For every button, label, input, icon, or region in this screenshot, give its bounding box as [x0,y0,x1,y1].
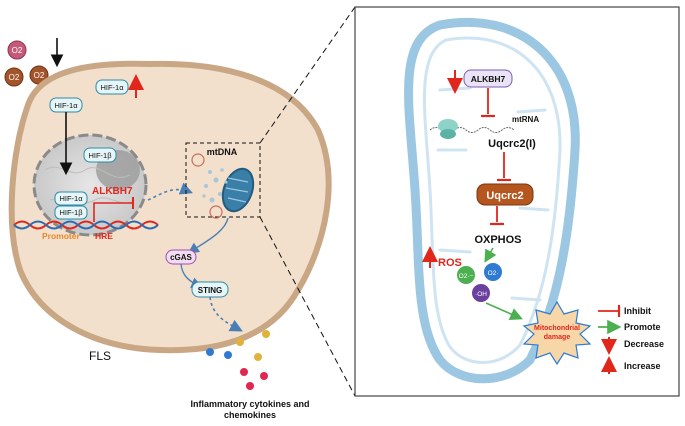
vesicle-icon [209,205,223,219]
alkbh7-inhibit-line [93,202,132,222]
zoom-line-bottom [259,216,356,397]
hre-label: HRE [95,231,113,241]
mitochondrion-small [221,167,255,213]
mtdna-to-cgas-arrow [187,217,229,254]
ros-species: O2·− O2· ·OH [457,263,502,302]
uqcrc2-box [476,183,534,206]
mtdna-zoom-box [185,142,261,218]
hif1a-cytoplasm-label: HIF-1α [100,83,124,92]
ros-to-damage-arrow [485,302,523,320]
oxygen-group: O2 O2 O2 [4,38,64,87]
mtrna-label: mtRNA [512,115,539,124]
mtdna-label: mtDNA [207,147,238,157]
vesicle-icon [191,153,205,167]
svg-text:·OH: ·OH [475,291,487,298]
svg-text:O2·−: O2·− [459,273,474,280]
alkbh7-mito-box [463,69,513,88]
legend-promote-label: Promote [624,322,661,332]
alkbh7-gene-label: ALKBH7 [92,186,133,197]
svg-text:O2: O2 [34,71,45,80]
hif1b-dna-box [54,205,88,220]
mtrna-strand [429,127,515,133]
cytokines-caption-line2: chemokines [224,410,276,420]
mtdna-release-arrow [147,182,193,201]
legend-increase-label: Increase [624,361,661,371]
damage-label-line1: Mitochondrial [534,325,580,332]
legend-inhibit-label: Inhibit [624,306,651,316]
sting-to-cytokines-arrow [209,296,243,332]
dna-helix [13,220,159,230]
mtdna-fragments [202,168,228,203]
sting-label: STING [198,286,222,295]
legend: Inhibit Promote Decrease Increase [598,305,664,374]
hif1a-dna-label: HIF-1α [59,194,83,203]
cytokines-caption-line1: Inflammatory cytokines and [190,399,309,409]
uqcrc2-label: Uqcrc2 [486,190,523,202]
legend-decrease-label: Decrease [624,339,664,349]
fls-cell-label: FLS [89,349,111,363]
oxygen-molecule: O2 [4,67,24,87]
hif1a-dna-box [54,191,88,206]
svg-text:O2: O2 [12,46,23,55]
oxygen-molecule: O2 [29,65,49,85]
damage-label-line2: damage [544,334,571,341]
cgas-label: cGAS [170,253,192,262]
svg-text:O2·: O2· [488,270,499,277]
cytokine-dots [206,330,270,390]
ribosome-icon [438,119,458,139]
hif1a-entering-label: HIF-1α [54,101,78,110]
alkbh7-mito-label: ALKBH7 [471,74,506,84]
hif1b-dna-label: HIF-1β [59,208,83,217]
damage-starburst [522,300,592,366]
promoter-label: Promoter [42,231,80,241]
uqcrc2-i-label: Uqcrc2(I) [488,138,536,150]
ros-label: ROS [438,257,462,269]
hif1b-top-label: HIF-1β [88,151,112,160]
svg-text:O2: O2 [9,73,20,82]
oxphos-label: OXPHOS [474,234,521,246]
zoom-line-top [259,6,356,144]
oxphos-to-ros-arrow [484,247,497,263]
oxygen-molecule: O2 [7,40,27,60]
hif1b-top-box [83,147,117,163]
